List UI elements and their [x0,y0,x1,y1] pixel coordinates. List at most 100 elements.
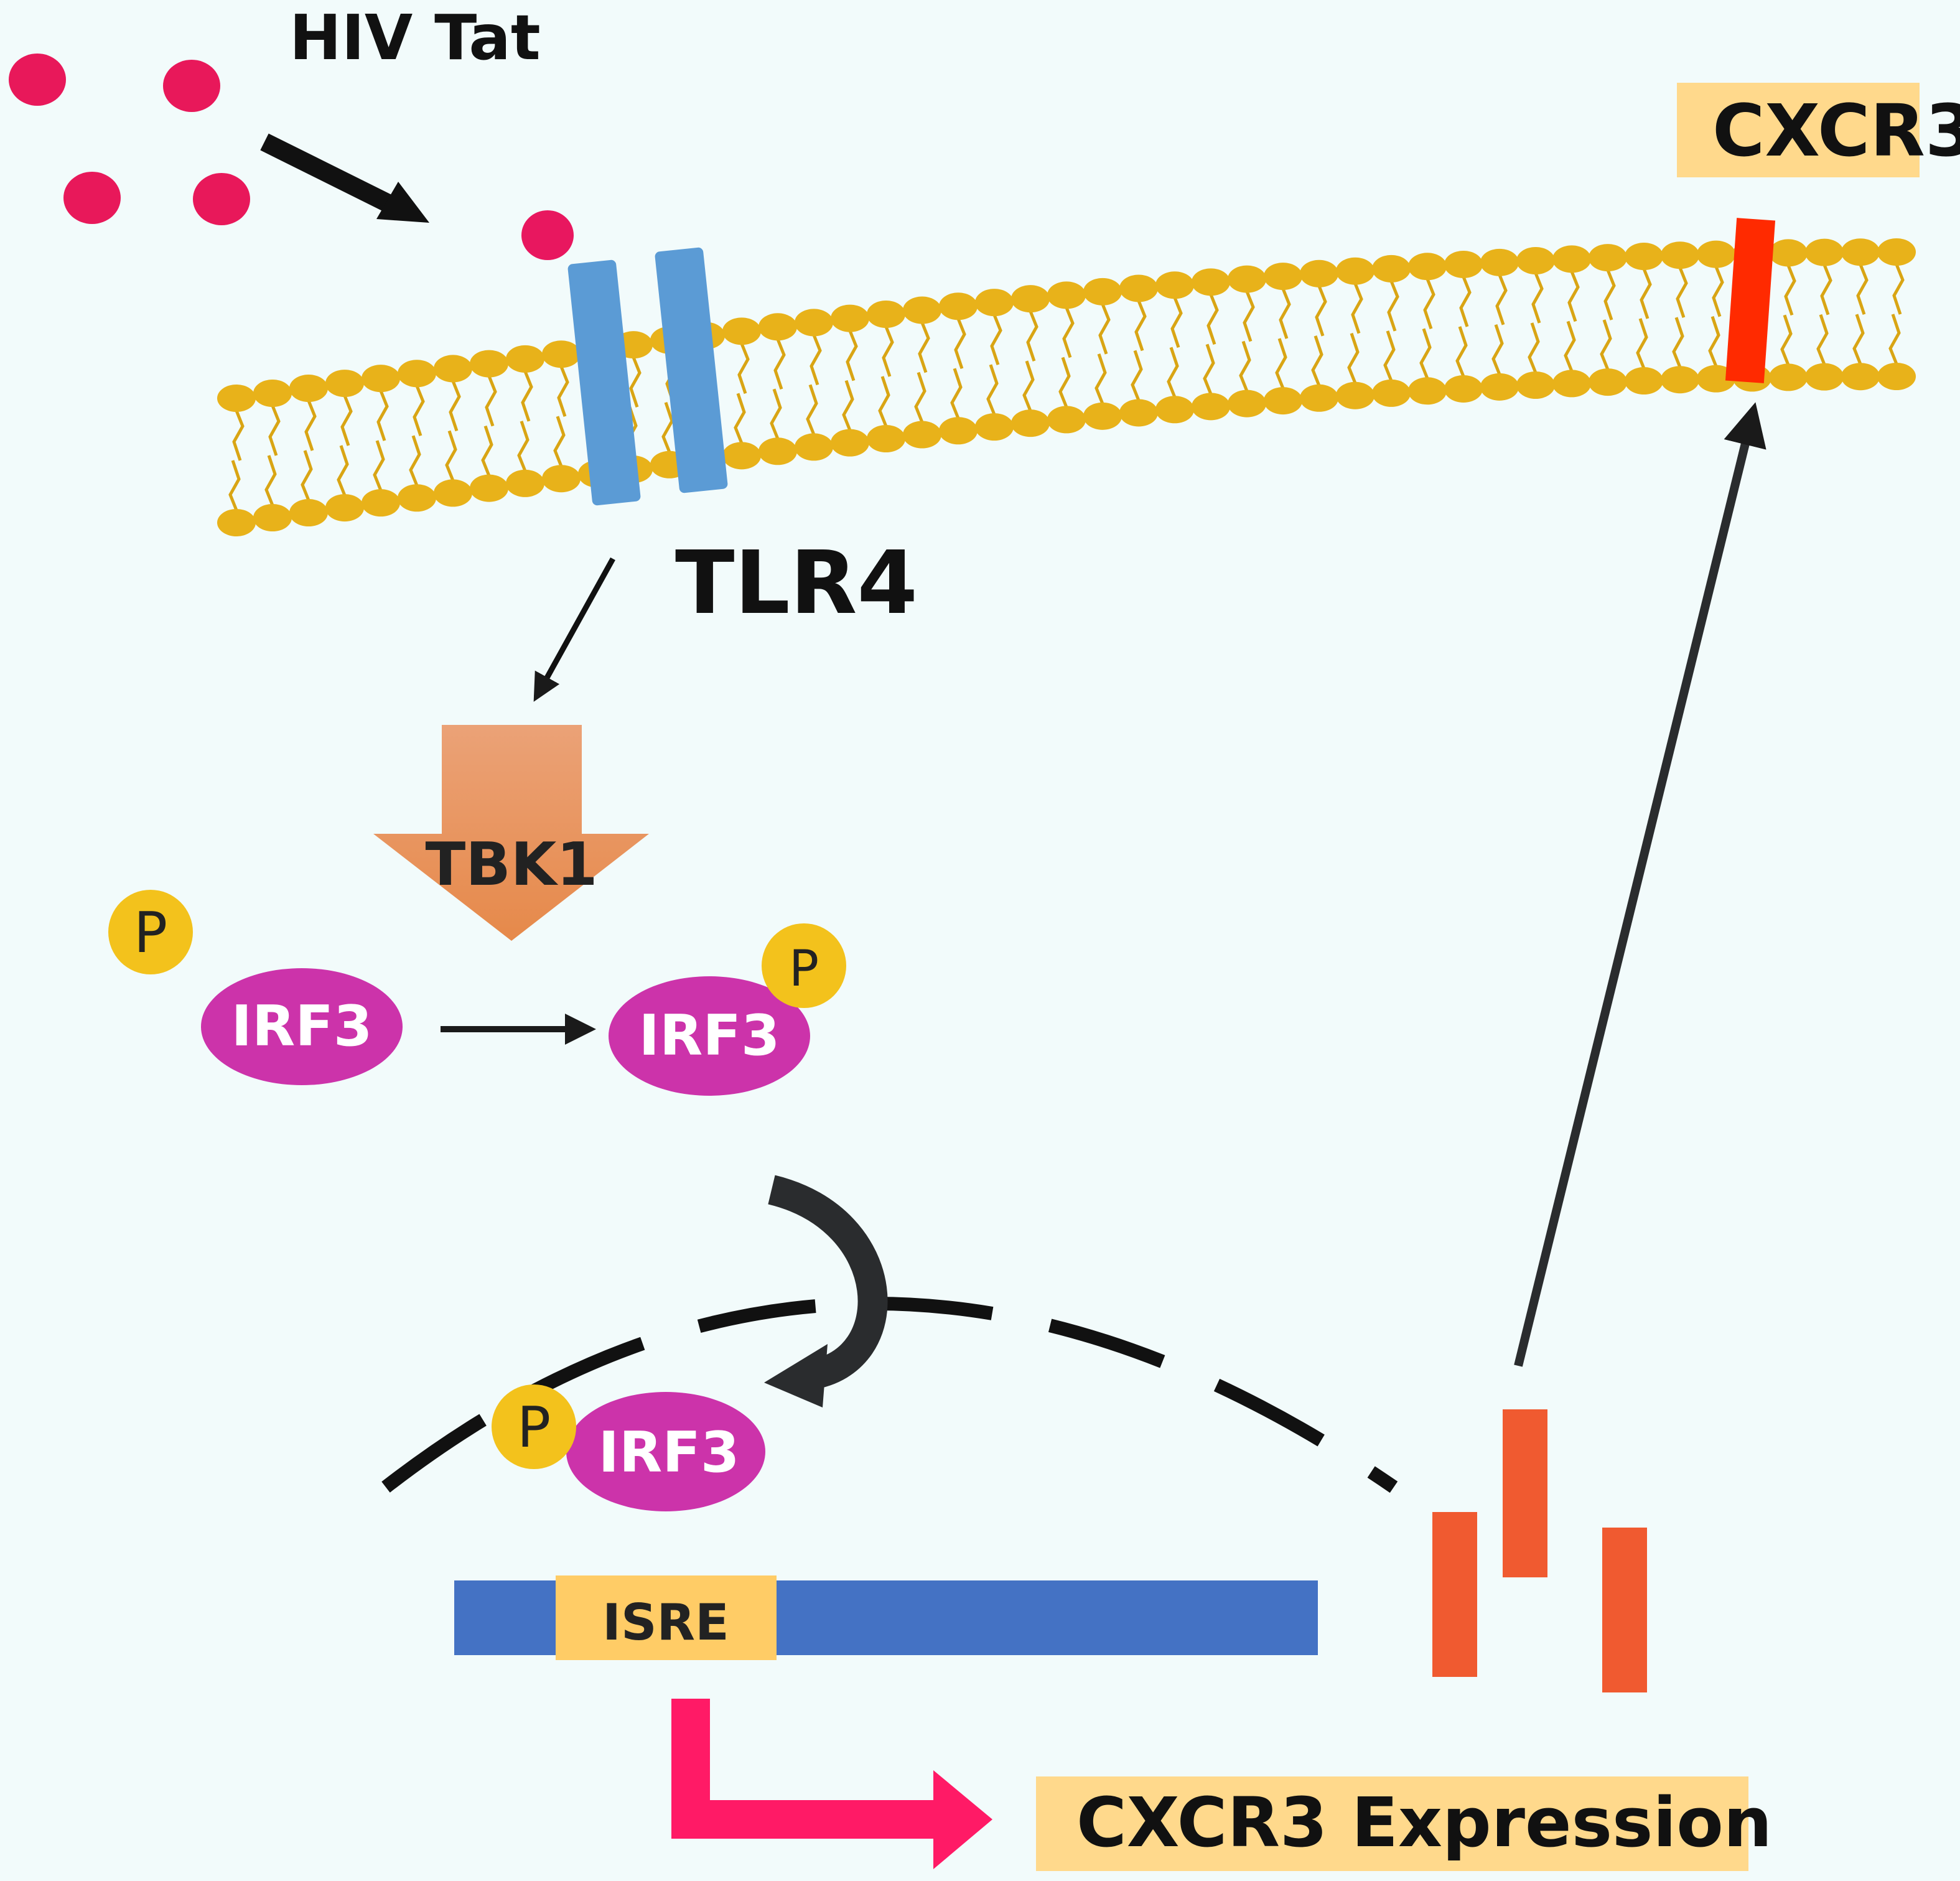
tat-particle [9,54,66,106]
lipid-head [1372,379,1411,407]
lipid-tail [1131,350,1143,401]
lipid-head [253,380,292,408]
lipid-tail [340,395,353,446]
lipid-tail [1528,322,1540,373]
lipid-tail [1816,314,1829,365]
isre-element [556,1575,777,1660]
lipid-head [217,509,256,536]
lipid-tail [1784,264,1796,316]
lipid-tail [1455,326,1468,377]
lipid-tail [409,435,421,487]
lipid-head [1697,365,1735,393]
lipid-head [1805,238,1844,266]
lipid-tail [1640,268,1652,319]
lipid-head [289,375,328,403]
lipid-head [1192,393,1230,421]
lipid-tail [449,380,461,432]
lipid-head [903,296,941,324]
lipid-head [1877,238,1916,266]
trafficking-arrow [1514,402,1766,1367]
lipid-tail [1491,324,1504,375]
cxcr3-membrane-protein [1725,218,1776,383]
lipid-head [1841,363,1880,391]
lipid-head [1155,271,1194,299]
protein-bar [1602,1528,1647,1692]
lipid-head [1264,387,1302,415]
lipid-tail [1459,276,1472,327]
lipid-head [398,360,436,388]
lipid-tail [1134,300,1147,352]
lipid-tail [1347,332,1360,384]
lipid-head [325,494,364,522]
lipid-head [1516,371,1555,399]
lipid-head [1841,238,1880,266]
lipid-head [1336,257,1374,285]
lipid-head [1047,406,1086,434]
tbk1-arrow: TBK1 [373,725,649,941]
lipid-tail [304,400,317,451]
lipid-head [1877,363,1916,391]
phospho-label: P [517,1395,551,1460]
lipid-head [217,385,256,412]
lipid-head [1516,247,1555,275]
lipid-head [1228,265,1266,293]
lipid-tail [1243,291,1255,342]
lipid-head [939,292,978,320]
lipid-tail [878,376,890,427]
lipid-tail [1351,282,1363,334]
lipid-head [542,340,581,368]
lipid-tail [1170,297,1183,348]
lipid-head [831,429,869,457]
cxcr3-expression-box: CXCR3 Expression [1036,1776,1772,1871]
tat-particle [193,173,250,225]
phospho-label: P [789,940,819,997]
lipid-tail [1676,267,1688,319]
lipid-head [1769,239,1808,267]
cxcr3-label-box: CXCR3 [1677,83,1960,177]
lipid-head [325,370,364,398]
lipid-head [867,301,905,329]
lipid-tail [1892,264,1905,315]
lipid-head [1083,402,1122,430]
irf3-phosphorylated: IRF3 P [609,923,846,1096]
lipid-head [362,365,400,393]
lipid-head [795,309,833,337]
lipid-tail [773,338,786,390]
tlr4-receptor [567,247,728,506]
protein-bar [1432,1512,1477,1677]
lipid-tail [1888,314,1901,365]
lipid-head [1300,259,1338,287]
lipid-head [722,442,761,470]
lipid-tail [1423,278,1435,330]
tbk1-label: TBK1 [426,831,598,899]
lipid-head [1805,363,1844,391]
irf3-protein [566,1392,765,1511]
lipid-tail [373,440,385,492]
lipid-tail [810,334,822,386]
phospho-group [762,923,846,1008]
lipid-tail [914,371,926,423]
lipid-tail [986,364,999,416]
lipid-tail [1279,288,1291,339]
tat-particle [521,210,574,260]
lipid-head [1625,367,1663,395]
lipid-tail [990,314,1002,365]
lipid-tail [268,405,281,456]
lipid-tail [1495,274,1508,325]
lipid-tail [1672,317,1684,368]
lipid-tail [1315,285,1327,337]
lipid-tail [1820,264,1832,315]
lipid-tail [1636,318,1648,369]
lipid-head [506,345,544,373]
irf3-label: IRF3 [599,1420,740,1485]
lipid-tail [413,385,425,437]
tlr4-subunit [655,247,728,493]
lipid-tail [553,416,566,467]
lipid-tail [517,421,530,472]
lipid-tail [882,326,894,377]
lipid-tail [1062,307,1075,358]
cxcr3-expression-label: CXCR3 Expression [1076,1783,1772,1862]
lipid-head [1589,368,1627,396]
lipid-tail [1026,310,1038,362]
